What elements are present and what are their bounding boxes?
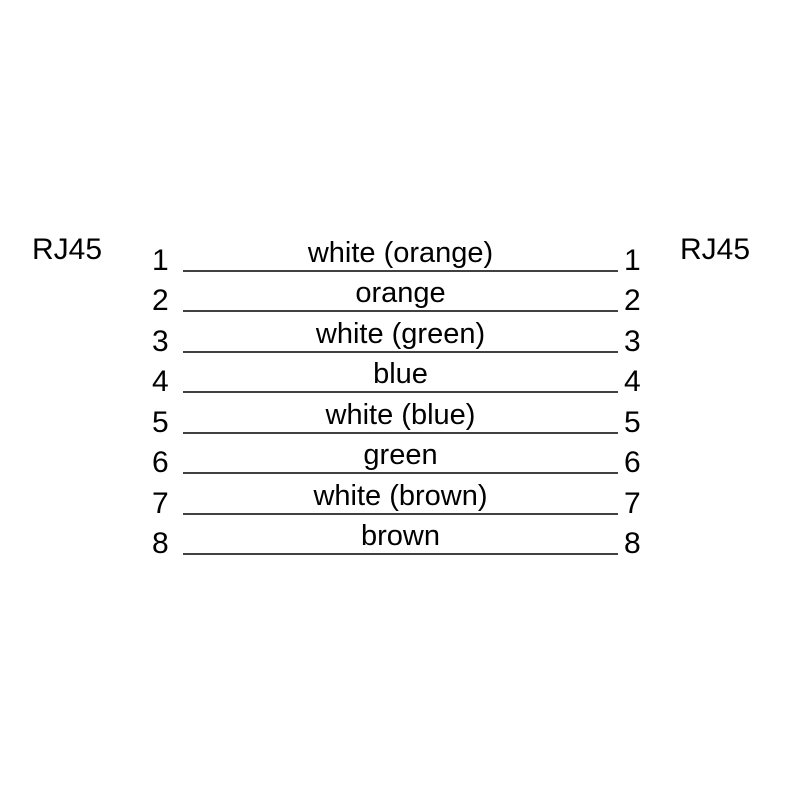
right-pin-number: 6 (624, 446, 641, 479)
wire-line (183, 391, 618, 393)
right-pin-number: 2 (624, 284, 641, 317)
wire-line (183, 351, 618, 353)
left-pin-number: 2 (152, 284, 169, 317)
wire-line (183, 472, 618, 474)
wire-line (183, 553, 618, 555)
right-connector-label: RJ45 (680, 233, 751, 266)
right-pin-number: 5 (624, 406, 641, 439)
left-pin-number: 5 (152, 406, 169, 439)
wire-color-label: white (blue) (325, 399, 476, 431)
wire-line (183, 310, 618, 312)
right-pin-number: 4 (624, 365, 641, 398)
wire-color-label: white (brown) (313, 480, 488, 512)
right-pin-number: 3 (624, 325, 641, 358)
left-connector-label: RJ45 (32, 233, 103, 266)
right-pin-number: 7 (624, 487, 641, 520)
wire-line (183, 270, 618, 272)
wire-line (183, 432, 618, 434)
left-pin-number: 4 (152, 365, 169, 398)
wire-color-label: green (363, 439, 438, 471)
wire-color-label: white (orange) (307, 237, 494, 269)
left-pin-number: 6 (152, 446, 169, 479)
left-pin-number: 8 (152, 527, 169, 560)
wire-line (183, 513, 618, 515)
left-pin-number: 3 (152, 325, 169, 358)
wire-color-label: white (green) (315, 318, 486, 350)
left-pin-number: 1 (152, 244, 169, 277)
right-pin-number: 8 (624, 527, 641, 560)
right-pin-number: 1 (624, 244, 641, 277)
wire-color-label: orange (355, 277, 446, 309)
wire-color-label: brown (361, 520, 440, 552)
wire-color-label: blue (373, 358, 428, 390)
left-pin-number: 7 (152, 487, 169, 520)
